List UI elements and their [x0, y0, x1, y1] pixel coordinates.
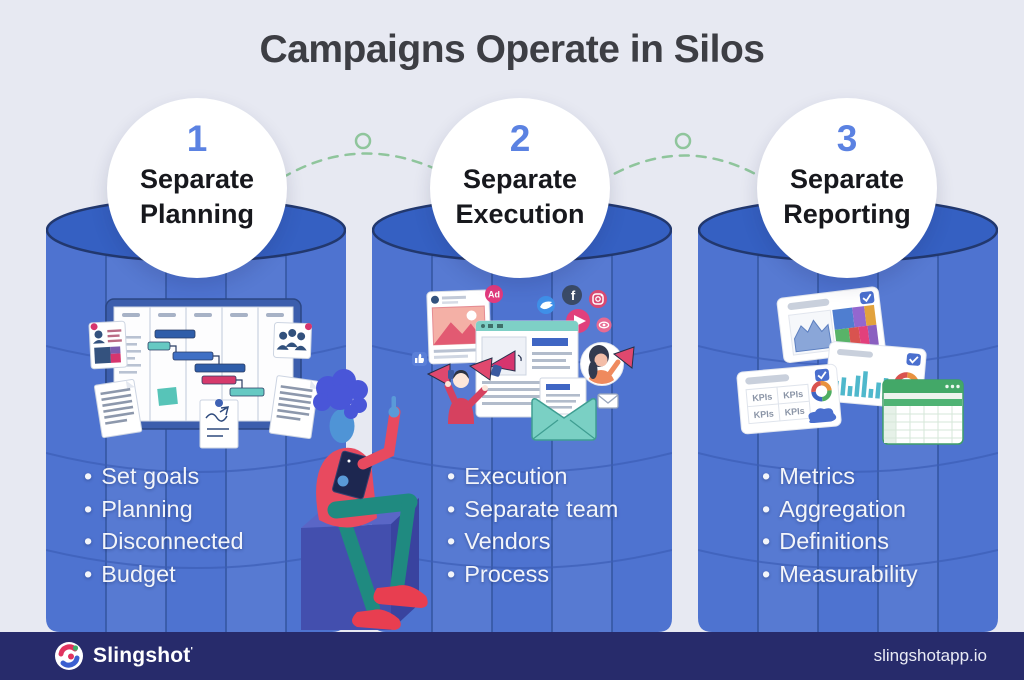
- execution-illustration: Ad f: [412, 285, 635, 441]
- area-chart-icon: [794, 319, 833, 353]
- mail-icon: [597, 393, 619, 409]
- step-number: 2: [509, 118, 531, 159]
- step-circle-planning: 1 Separate Planning: [107, 98, 287, 278]
- document-icon: [93, 378, 143, 439]
- brand-name: Slingshot': [93, 644, 194, 667]
- sitting-character-illustration: [301, 369, 428, 630]
- list-item: •Measurability: [762, 560, 918, 587]
- person-with-megaphone-icon: [426, 357, 493, 424]
- connector-arc-1: [280, 152, 452, 180]
- svg-text:f: f: [571, 288, 576, 303]
- page-title: Campaigns Operate in Silos: [259, 28, 765, 71]
- list-item: •Vendors: [447, 528, 551, 554]
- facebook-icon: f: [562, 285, 582, 305]
- checkbox-icon: [814, 368, 830, 382]
- svg-text:KPIs: KPIs: [784, 406, 805, 418]
- list-item: •Separate team: [447, 495, 619, 522]
- reporting-list: •Metrics •Aggregation •Definitions •Meas…: [762, 460, 918, 590]
- list-item: •Definitions: [762, 528, 889, 554]
- list-item: •Process: [447, 560, 550, 587]
- connector-lines: [280, 132, 768, 184]
- notes-card-icon: [199, 399, 239, 449]
- envelope-letter-icon: [531, 377, 597, 441]
- campaign-browser-window-icon: [475, 320, 579, 418]
- blob-icon: [808, 408, 837, 424]
- step-number: 3: [836, 118, 858, 159]
- instagram-icon: [589, 290, 607, 308]
- donut-chart-icon: [811, 380, 832, 402]
- svg-text:KPIs: KPIs: [783, 389, 804, 401]
- list-item: •Set goals: [84, 463, 200, 489]
- slingshot-logo-icon: [55, 642, 83, 670]
- brand-lockup: Slingshot': [54, 641, 193, 671]
- view-icon: [596, 317, 612, 333]
- planning-board-icon: [105, 298, 302, 430]
- pointing-finger: [391, 396, 396, 411]
- silo-reporting: [698, 198, 998, 632]
- sticky-note-icon: [157, 386, 178, 406]
- pin-icon: [215, 399, 223, 407]
- kpi-card-icon: KPIs KPIs KPIs KPIs: [736, 363, 842, 435]
- list-item: •Aggregation: [762, 495, 906, 522]
- connector-node-icon: [354, 132, 372, 150]
- list-item: •Budget: [84, 560, 176, 587]
- planning-list: •Set goals •Planning •Disconnected •Budg…: [84, 460, 244, 590]
- step-circle-reporting: 3 Separate Reporting: [757, 98, 937, 278]
- twitter-icon: [537, 296, 555, 314]
- step-label: Separate Execution: [455, 163, 585, 229]
- team-card-icon: [272, 321, 312, 360]
- silo-cylinder: [698, 198, 998, 632]
- list-item: •Execution: [447, 463, 568, 489]
- execution-list: •Execution •Separate team •Vendors •Proc…: [447, 460, 618, 590]
- pin-icon: [304, 323, 312, 331]
- svg-text:Ad: Ad: [488, 290, 500, 300]
- social-post-card-icon: [426, 289, 492, 365]
- planning-illustration: [88, 298, 320, 449]
- document-icon: [268, 375, 320, 440]
- woman-with-megaphone-icon: [580, 342, 635, 386]
- step-label: Separate Planning: [139, 163, 255, 229]
- checkbox-icon: [859, 291, 875, 305]
- spreadsheet-window-icon: [882, 379, 964, 445]
- list-item: •Metrics: [762, 463, 855, 489]
- curly-hair: [313, 369, 368, 419]
- checkbox-icon: [906, 353, 921, 366]
- shoe-icon: [373, 585, 428, 608]
- shoe-icon: [352, 609, 401, 630]
- svg-text:KPIs: KPIs: [752, 392, 773, 404]
- ad-badge: Ad: [485, 285, 503, 303]
- svg-text:KPIs: KPIs: [753, 408, 774, 420]
- step-label: Separate Reporting: [783, 163, 911, 229]
- list-item: •Planning: [84, 495, 193, 522]
- megaphone-icon: [612, 346, 635, 369]
- footer-website: slingshotapp.io: [873, 646, 987, 665]
- connector-arc-2: [598, 154, 768, 184]
- profile-card-icon: [88, 320, 128, 370]
- step-circle-execution: 2 Separate Execution: [430, 98, 610, 278]
- reporting-illustration: KPIs KPIs KPIs KPIs: [736, 286, 964, 445]
- pin-icon: [90, 323, 98, 331]
- footer-bar: Slingshot' slingshotapp.io: [0, 632, 1024, 680]
- list-item: •Disconnected: [84, 528, 244, 554]
- step-number: 1: [186, 118, 208, 159]
- thumbs-up-icon: [412, 352, 427, 366]
- megaphone-icon: [468, 357, 493, 381]
- connector-node-icon: [674, 132, 692, 150]
